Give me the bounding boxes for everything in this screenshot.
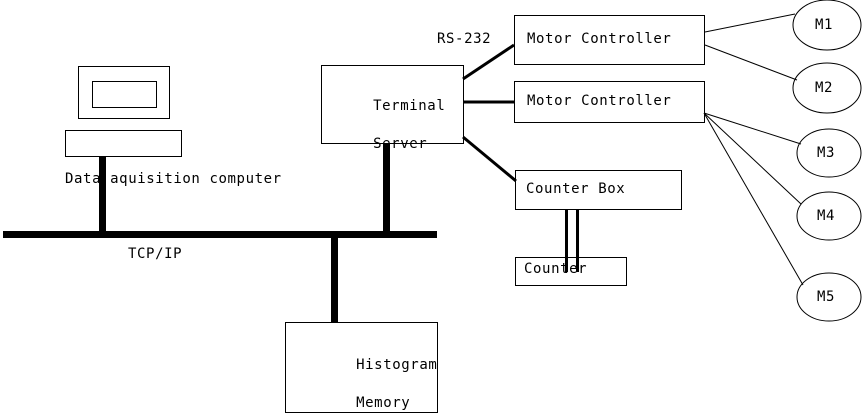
terminal-server-label-line-1: Terminal xyxy=(373,98,446,114)
motor-m5-label: M5 xyxy=(817,289,836,305)
link-motor-controller-2-to-m4 xyxy=(703,112,802,205)
motor-m2-label: M2 xyxy=(815,80,834,96)
histogram-memory-label: Histogram Memory xyxy=(320,337,437,414)
motor-m3-label: M3 xyxy=(817,145,836,161)
monitor-screen xyxy=(92,81,157,108)
counter-label: Counter xyxy=(524,261,588,277)
link-terminal-server-to-motor-controller-1 xyxy=(462,43,515,81)
terminal-server-label: Terminal Server xyxy=(337,78,445,173)
histogram-memory-label-line-1: Histogram xyxy=(356,357,438,373)
link-motor-controller-2-to-m5 xyxy=(703,112,804,286)
motor-controller-2-label: Motor Controller xyxy=(527,93,672,109)
link-motor-controller-1-to-m2 xyxy=(704,44,798,81)
motor-m1-label: M1 xyxy=(815,17,834,33)
histogram-memory-label-line-2: Memory xyxy=(356,395,411,411)
motor-controller-1-label: Motor Controller xyxy=(527,31,672,47)
monitor-bezel xyxy=(78,66,170,119)
terminal-server-label-line-2: Server xyxy=(373,136,428,152)
link-motor-controller-1-to-m1 xyxy=(704,13,796,33)
data-acquisition-computer-caption: Data aquisition computer xyxy=(65,171,282,187)
computer-base-box xyxy=(65,130,182,157)
motor-m4-label: M4 xyxy=(817,208,836,224)
counter-box-label: Counter Box xyxy=(526,181,626,197)
link-motor-controller-2-to-m3 xyxy=(703,112,802,145)
tcpip-bus-label: TCP/IP xyxy=(128,246,183,262)
rs232-link-label: RS-232 xyxy=(437,31,492,47)
link-terminal-server-to-counter-box xyxy=(462,135,517,183)
